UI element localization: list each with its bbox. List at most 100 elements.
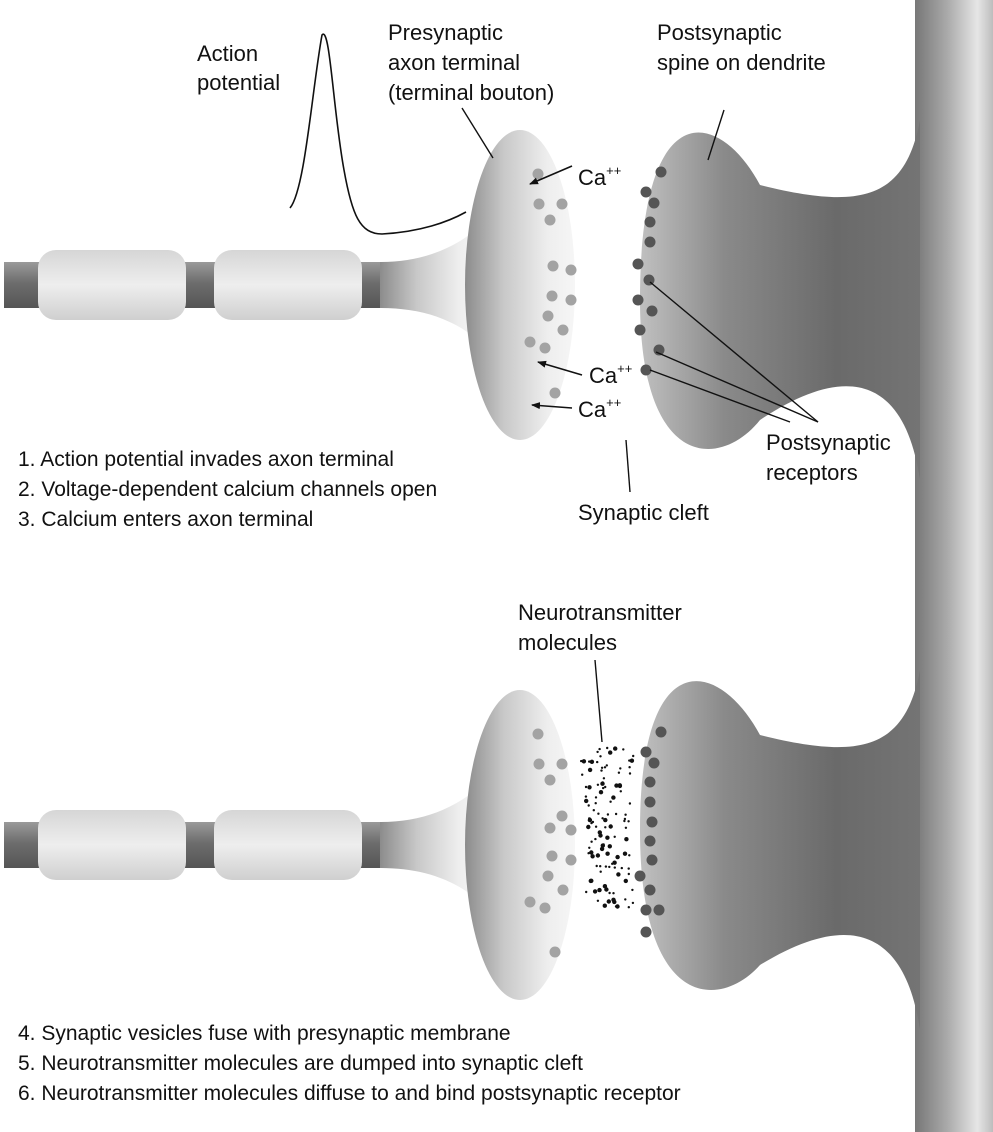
label-calcium-3: Ca++ [578, 395, 621, 422]
neurotransmitter-molecule [616, 872, 621, 877]
vesicle [532, 168, 544, 180]
receptor [640, 904, 652, 916]
neurotransmitter-molecule [598, 790, 604, 795]
neurotransmitter-molecule [612, 860, 617, 865]
receptor [655, 166, 667, 178]
receptor [644, 216, 656, 228]
neurotransmitter-molecule [631, 901, 635, 905]
neurotransmitter-molecule [588, 846, 591, 849]
neurotransmitter-molecule [604, 785, 607, 789]
receptor [644, 776, 656, 788]
neurotransmitter-molecule [619, 790, 622, 793]
neurotransmitter-molecule [628, 772, 632, 775]
neurotransmitter-molecule [627, 872, 630, 876]
receptor [632, 258, 644, 270]
step-4: 4. Synaptic vesicles fuse with presynapt… [18, 1022, 511, 1045]
neurotransmitter-molecule [611, 862, 614, 865]
neurotransmitter-molecule [598, 747, 601, 751]
vesicle [539, 342, 551, 354]
neurotransmitter-molecule [623, 817, 627, 821]
neurotransmitter-molecule [601, 817, 604, 820]
neurotransmitter-molecule [615, 904, 620, 909]
neurotransmitter-molecule [614, 812, 618, 816]
vesicle [549, 946, 561, 958]
receptor [632, 294, 644, 306]
postsynaptic-spine [640, 670, 920, 1030]
vesicle [556, 810, 568, 822]
neurotransmitter-molecule [584, 798, 589, 804]
neurotransmitter-molecule [594, 802, 597, 805]
neurotransmitter-molecule [627, 867, 630, 870]
step-6: 6. Neurotransmitter molecules diffuse to… [18, 1082, 681, 1105]
neurotransmitter-molecule [602, 777, 606, 780]
neurotransmitter-molecule [608, 891, 611, 895]
neurotransmitter-molecule [632, 754, 635, 758]
receptor [646, 305, 658, 317]
vesicles-top [524, 168, 577, 399]
neurotransmitter-molecule [624, 837, 629, 842]
receptor [648, 197, 660, 209]
label-presynaptic-terminal: Presynaptic axon terminal (terminal bout… [388, 20, 554, 105]
calcium-arrow [531, 402, 573, 410]
neurotransmitter-molecule [600, 766, 604, 769]
dendrite-shaft [915, 560, 993, 1132]
neurotransmitter-molecule [581, 773, 584, 776]
neurotransmitter-molecule [589, 759, 595, 764]
neurotransmitter-molecule [594, 825, 598, 828]
neurotransmitter-molecule [602, 786, 605, 790]
neurotransmitter-molecule [624, 813, 627, 816]
neurotransmitter-cloud [580, 746, 635, 909]
neurotransmitter-molecule [627, 906, 630, 909]
action-potential-trace [289, 33, 467, 235]
receptor [655, 726, 667, 738]
leader-line [461, 107, 494, 159]
neurotransmitter-molecule [619, 767, 622, 770]
neurotransmitter-molecule [592, 889, 598, 894]
neurotransmitter-molecule [596, 899, 600, 902]
leader-line [655, 351, 819, 423]
neurotransmitter-molecule [604, 826, 607, 829]
vesicle [524, 336, 536, 348]
neurotransmitter-molecule [627, 820, 630, 823]
neurotransmitter-molecule [628, 766, 631, 769]
label-postsynaptic-receptors: Postsynaptic receptors [766, 430, 897, 485]
receptor [640, 926, 652, 938]
receptor [646, 816, 658, 828]
step-3: 3. Calcium enters axon terminal [18, 508, 313, 531]
neurotransmitter-molecule [589, 850, 594, 855]
myelin-sheath [214, 250, 362, 320]
neurotransmitter-molecule [603, 817, 608, 823]
label-calcium-1: Ca++ [578, 163, 621, 190]
vesicle [549, 387, 561, 399]
neurotransmitter-molecule [599, 846, 605, 852]
neurotransmitter-molecule [597, 830, 602, 835]
neurotransmitter-molecule [604, 887, 609, 892]
axon-terminal [465, 130, 575, 440]
neurotransmitter-molecule [617, 771, 621, 774]
neurotransmitter-molecule [611, 897, 616, 902]
vesicle [565, 264, 577, 276]
neurotransmitter-molecule [612, 892, 615, 895]
neurotransmitter-molecule [623, 819, 626, 823]
vesicle [542, 310, 554, 322]
panel-bottom: Neurotransmitter molecules 4. Synaptic v… [4, 560, 993, 1132]
neurotransmitter-molecule [594, 796, 598, 799]
neurotransmitter-molecule [628, 854, 631, 857]
neurotransmitter-molecule [599, 755, 602, 758]
neurotransmitter-molecule [591, 820, 595, 824]
neurotransmitter-molecule [590, 854, 595, 859]
axon-terminal-neck [380, 782, 485, 906]
neurotransmitter-molecule [608, 750, 613, 755]
receptor [648, 757, 660, 769]
vesicle [565, 854, 577, 866]
neurotransmitter-molecule [600, 769, 603, 772]
vesicle [539, 902, 551, 914]
leader-line [707, 109, 725, 161]
receptor [644, 236, 656, 248]
vesicle [544, 214, 556, 226]
receptor [634, 870, 646, 882]
label-action-potential: Action potential [197, 41, 280, 95]
neurotransmitter-molecule [599, 870, 602, 873]
neurotransmitter-molecule [624, 898, 627, 901]
neurotransmitter-molecule [613, 746, 618, 751]
